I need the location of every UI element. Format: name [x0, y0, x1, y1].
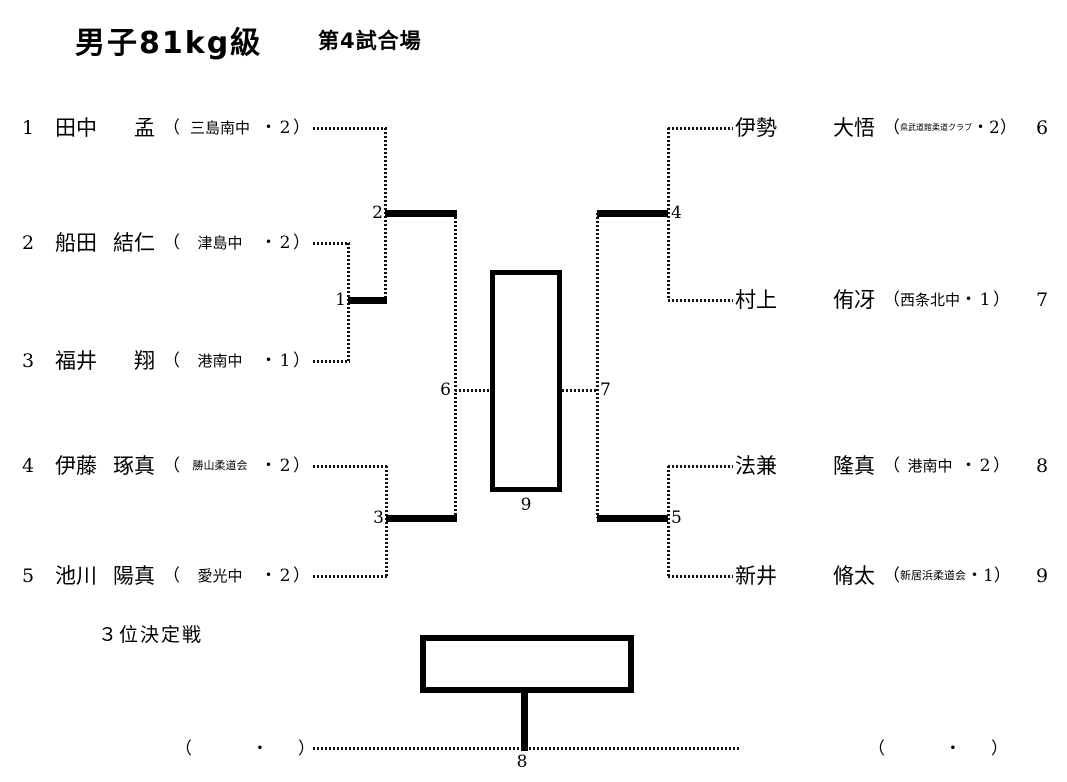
- player-row-4: 4 伊藤琢真 （勝山柔道会・2）: [22, 452, 310, 480]
- match2-line: [385, 210, 457, 217]
- bout-number-6: 6: [440, 380, 451, 400]
- bracket-line-p4-tail: [313, 465, 388, 468]
- bracket-line-p1-tail: [313, 127, 387, 130]
- bout-number-1: 1: [335, 290, 346, 310]
- affiliation: （港南中・2）: [883, 456, 1010, 476]
- seed-number: 4: [22, 455, 35, 477]
- bout-number-5: 5: [671, 508, 682, 528]
- player-name: 船田結仁: [55, 231, 155, 255]
- player-row-6: 伊勢大悟 （県武道館柔道クラブ・2） 6: [735, 114, 1062, 142]
- third-place-baseline: [313, 747, 740, 750]
- player-row-1: 1 田中孟 （三島南中・2）: [22, 114, 310, 142]
- match1-line: [348, 297, 387, 304]
- player-row-7: 村上侑冴 （西条北中・1） 7: [735, 286, 1062, 314]
- bracket-line-p8-tail: [668, 465, 733, 468]
- bout-number-4: 4: [671, 203, 682, 223]
- player-row-8: 法兼隆真 （港南中・2） 8: [735, 452, 1062, 480]
- match3-line: [386, 515, 457, 522]
- player-row-5: 5 池川陽真 （愛光中・2）: [22, 562, 310, 590]
- bout-number-7: 7: [600, 380, 611, 400]
- bracket-line-m4-feeder: [667, 128, 670, 300]
- affiliation: （港南中・1）: [163, 351, 310, 371]
- affiliation: （愛光中・2）: [163, 566, 310, 586]
- player-row-9: 新井脩太 （新居浜柔道会・1） 9: [735, 562, 1062, 590]
- bracket-line-m6-connector: [455, 389, 490, 392]
- seed-number: 6: [1036, 117, 1049, 139]
- bracket-line-p9-tail: [668, 575, 733, 578]
- bracket-line-p2-tail: [313, 242, 350, 245]
- third-place-match-box: [420, 635, 634, 693]
- affiliation: （県武道館柔道クラブ・2）: [883, 118, 1017, 138]
- bracket-line-p7-tail: [668, 299, 733, 302]
- player-name: 田中孟: [55, 116, 155, 140]
- final-match-box: [490, 270, 562, 492]
- seed-number: 7: [1036, 289, 1049, 311]
- player-row-3: 3 福井翔 （港南中・1）: [22, 347, 310, 375]
- player-name: 福井翔: [55, 349, 155, 373]
- bracket-line-p6-tail: [668, 127, 733, 130]
- bracket-line-left-semifinal: [454, 213, 457, 518]
- match4-line: [597, 210, 668, 217]
- seed-number: 3: [22, 350, 35, 372]
- bout-number-2: 2: [372, 203, 383, 223]
- match5-line: [597, 515, 668, 522]
- page-title: 男子81kg級: [75, 26, 263, 61]
- bout-number-9: 9: [520, 495, 532, 515]
- player-name: 池川陽真: [55, 564, 155, 588]
- venue-label: 第4試合場: [318, 29, 422, 53]
- bracket-line-p3-tail: [313, 360, 350, 363]
- player-name: 村上侑冴: [735, 288, 875, 312]
- seed-number: 8: [1036, 455, 1049, 477]
- third-place-label: ３位決定戦: [98, 624, 204, 646]
- player-name: 新井脩太: [735, 564, 875, 588]
- player-row-2: 2 船田結仁 （津島中・2）: [22, 229, 310, 257]
- seed-number: 5: [22, 565, 35, 587]
- third-place-right-blank: （・）: [868, 739, 1008, 759]
- player-name: 伊藤琢真: [55, 454, 155, 478]
- player-name: 伊勢大悟: [735, 116, 875, 140]
- bout-number-8: 8: [516, 752, 528, 772]
- affiliation: （津島中・2）: [163, 233, 310, 253]
- bracket-line-m5-feeder: [667, 466, 670, 576]
- affiliation: （西条北中・1）: [883, 290, 1011, 310]
- seed-number: 9: [1036, 565, 1049, 587]
- player-name: 法兼隆真: [735, 454, 875, 478]
- seed-number: 2: [22, 232, 35, 254]
- bracket-line-p5-tail: [313, 575, 388, 578]
- third-place-left-blank: （・）: [175, 739, 315, 759]
- bracket-line-m7-connector: [562, 389, 597, 392]
- affiliation: （勝山柔道会・2）: [163, 456, 310, 476]
- bout-number-3: 3: [373, 508, 384, 528]
- affiliation: （新居浜柔道会・1）: [883, 566, 1011, 586]
- third-place-stem-line: [521, 693, 528, 751]
- bracket-line-right-semifinal: [596, 213, 599, 518]
- affiliation: （三島南中・2）: [163, 118, 310, 138]
- seed-number: 1: [22, 117, 35, 139]
